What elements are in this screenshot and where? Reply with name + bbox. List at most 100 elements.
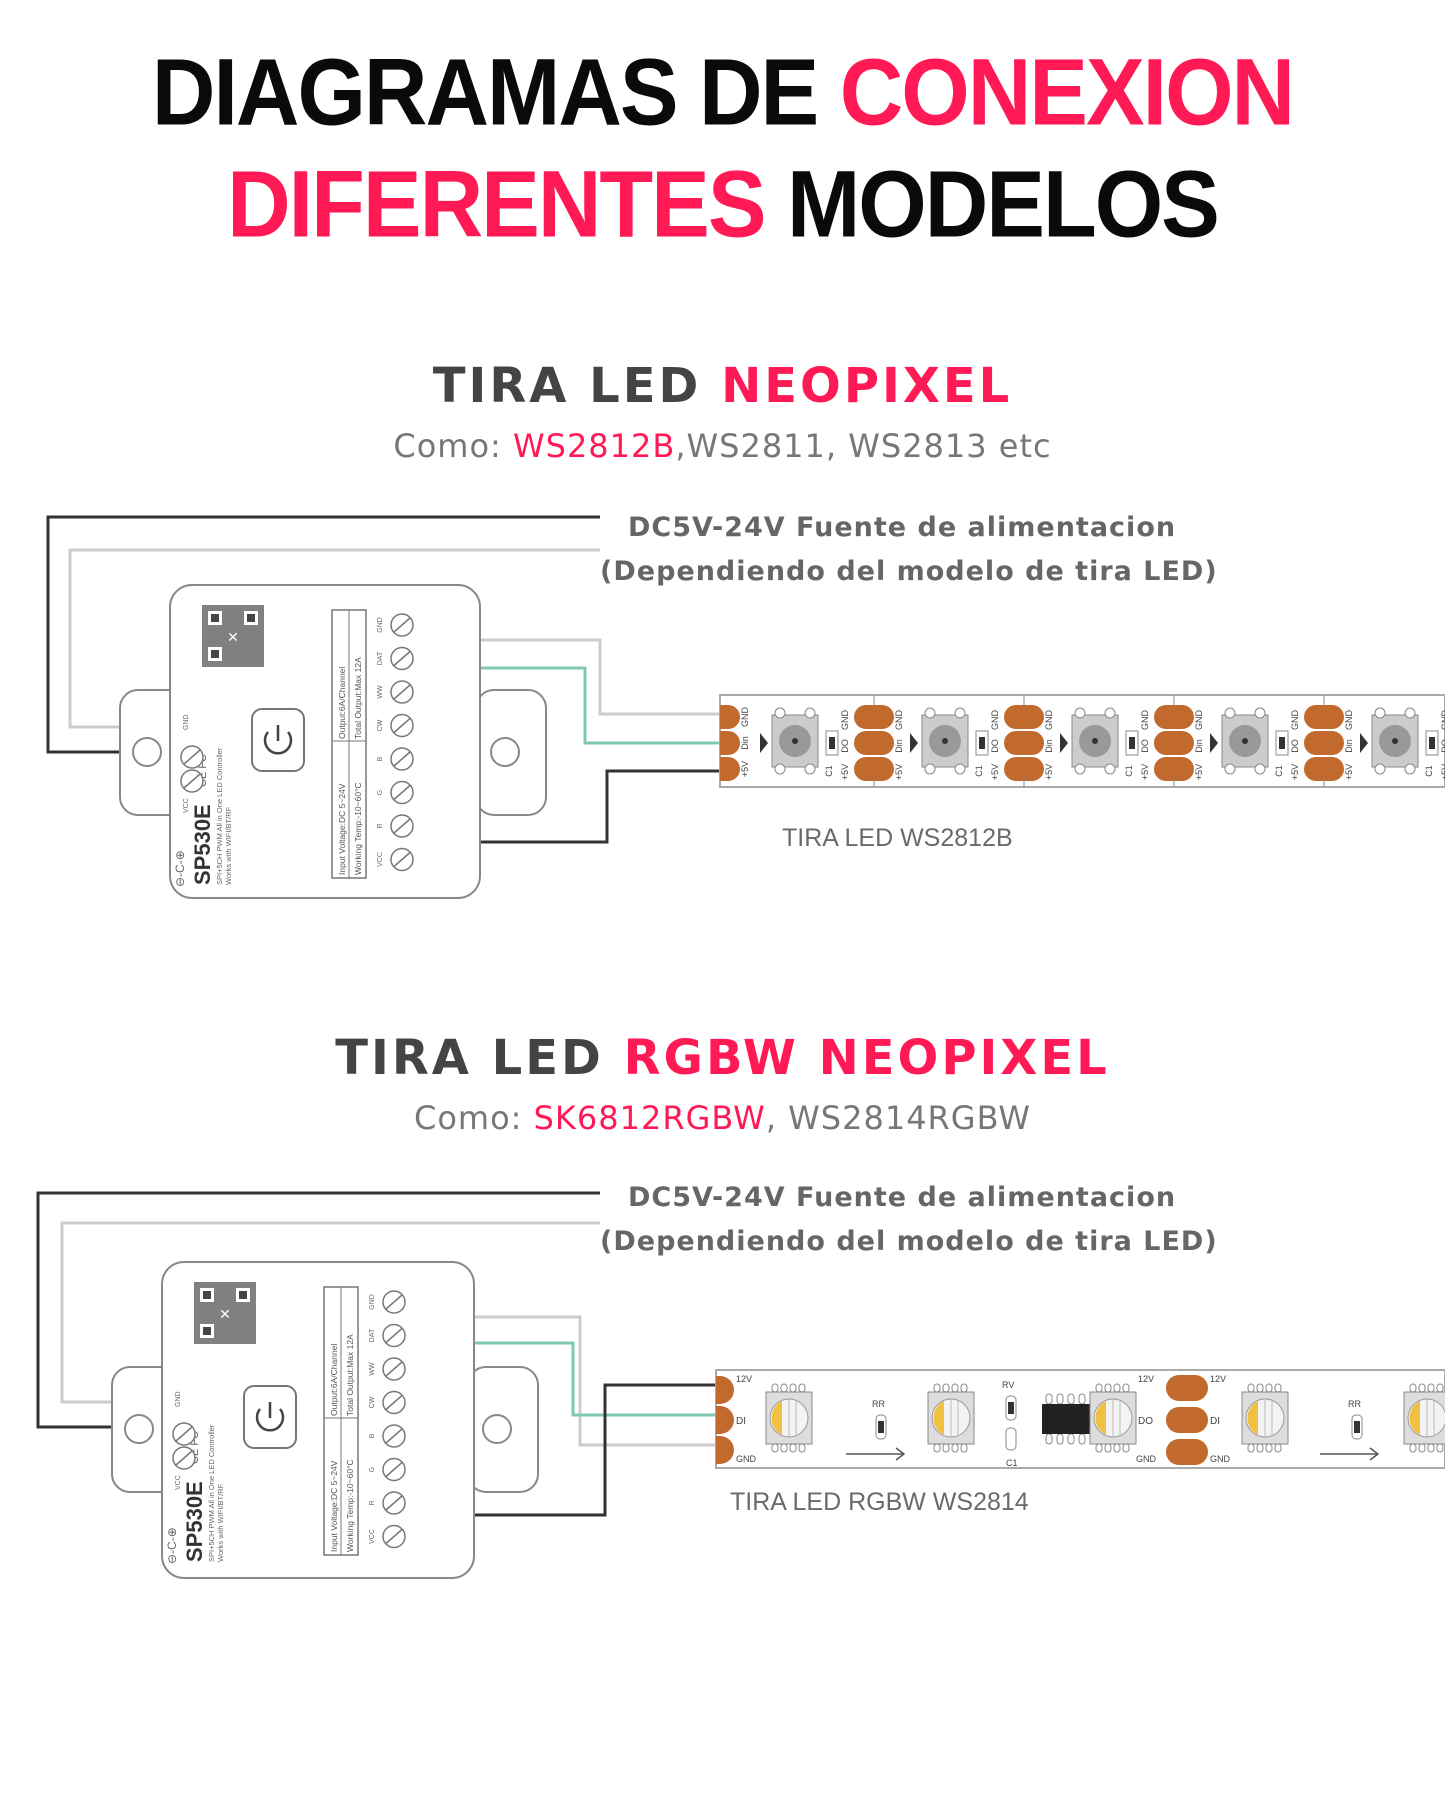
- strip-1-out-pad-label: GND: [1290, 710, 1300, 731]
- controller-1-output-label: Output:6A/Channel: [337, 667, 347, 739]
- main-title-line-2: DIFERENTES MODELOS: [0, 156, 1445, 251]
- strip-2-solder-pad: [1166, 1439, 1208, 1465]
- section-2-subtitle-prefix: Como:: [413, 1099, 534, 1137]
- arrow-right-icon: [760, 733, 768, 753]
- controller-1-max-label: Total Output:Max 12A: [353, 657, 363, 739]
- controller-1-temp-label: Working Temp:-10~60°C: [353, 782, 363, 875]
- strip-1-out-pad-label: +5V: [1290, 764, 1300, 780]
- strip-1-solder-pad: [1304, 705, 1344, 729]
- strip-2-in-label-12v: 12V: [1210, 1374, 1226, 1384]
- controller-1-power-screw-gnd: [180, 745, 204, 769]
- section-1-power-line-1: DC5V-24V Fuente de alimentacion: [628, 512, 1177, 543]
- strip-1-input-pad-+5v: [720, 757, 740, 781]
- strip-1-capacitor-label: C1: [1124, 765, 1134, 777]
- controller-1-vcc-label: VCC: [183, 798, 190, 813]
- strip-2-led-warm-segment: [933, 1401, 944, 1435]
- arrow-right-icon: [1210, 733, 1218, 753]
- terminal-label-ww: WW: [377, 685, 384, 699]
- section-2-power-line-2: (Dependiendo del modelo de tira LED): [600, 1226, 1218, 1257]
- terminal-label-dat: DAT: [369, 1328, 376, 1342]
- strip-2-led-warm-segment: [1095, 1401, 1106, 1435]
- strip-1-out-pad-label: DO: [990, 739, 1000, 753]
- strip-1-in-pad-label: GND: [1344, 710, 1354, 731]
- terminal-screw-g: G: [369, 1457, 406, 1482]
- strip-1-in-pad-label: Din: [894, 739, 904, 753]
- terminal-screw-ww: WW: [377, 680, 414, 704]
- controller-1-desc-2: Works with WIFI/BT/RF: [224, 806, 233, 885]
- section-1-heading: TIRA LED NEOPIXEL: [0, 362, 1445, 410]
- strip-1-in-pad-label: Din: [1044, 739, 1054, 753]
- strip-2-out-label-do: DO: [1138, 1416, 1153, 1427]
- strip-2-rgbw-led: [927, 1383, 975, 1453]
- strip-1-out-pad-label: +5V: [990, 764, 1000, 780]
- section-2-heading: TIRA LED RGBW NEOPIXEL: [0, 1034, 1445, 1082]
- strip-2-input-pad-gnd: [716, 1436, 734, 1464]
- strip-1-out-pad-label: +5V: [1140, 764, 1150, 780]
- strip-1-in-pad-label: +5V: [894, 764, 904, 780]
- section-2-power-line-1: DC5V-24V Fuente de alimentacion: [628, 1182, 1177, 1213]
- controller-1-gnd-label: GND: [183, 714, 190, 730]
- controller-2-temp-label: Working Temp:-10~60°C: [345, 1459, 355, 1552]
- diagram-2: ✕ SP530E SPI+5CH PWM All in One LED Cont…: [36, 1191, 1445, 1579]
- strip-1-in-pad-label: GND: [1194, 710, 1204, 731]
- section-1-subtitle-prefix: Como:: [393, 427, 513, 465]
- terminal-label-vcc: VCC: [377, 852, 384, 867]
- terminal-screw-vcc: VCC: [377, 847, 414, 872]
- strip-1-out-pad-label: DO: [1290, 739, 1300, 753]
- controller-2-mount-hole-left: [124, 1414, 154, 1444]
- terminal-label-gnd: GND: [369, 1294, 376, 1310]
- strip-1-out-pad-label: +5V: [1440, 764, 1445, 780]
- terminal-screw-dat: DAT: [369, 1323, 406, 1348]
- diagram-1-wire-vcc-in: [46, 515, 600, 754]
- strip-2-out-label-gnd: GND: [1136, 1454, 1157, 1464]
- strip-2-input-pad-di: [716, 1406, 734, 1434]
- terminal-label-ww: WW: [369, 1362, 376, 1376]
- strip-2-rgbw-led: [765, 1383, 813, 1453]
- strip-2-in-label-gnd: GND: [1210, 1454, 1231, 1464]
- arrow-right-icon: [1320, 1447, 1380, 1461]
- section-1-subtitle: Como: WS2812B,WS2811, WS2813 etc: [0, 430, 1445, 462]
- strip-1-solder-pad: [1004, 705, 1044, 729]
- terminal-label-b: B: [369, 1433, 376, 1438]
- controller-1-model: SP530E: [190, 804, 215, 885]
- diagram-2-wire-vcc-out: [472, 1383, 718, 1517]
- terminal-label-r: R: [369, 1500, 376, 1505]
- controller-1-mount-hole-left: [132, 737, 162, 767]
- diagram-1-wire-vcc-out: [478, 769, 722, 844]
- strip-2-capacitor-label: C1: [1006, 1458, 1018, 1468]
- strip-1-in-pad-label: GND: [894, 710, 904, 731]
- strip-2-pad-label-gnd: GND: [736, 1454, 757, 1464]
- strip-2-led-warm-segment: [1247, 1401, 1258, 1435]
- terminal-label-gnd: GND: [377, 617, 384, 633]
- section-1-power-line-2: (Dependiendo del modelo de tira LED): [600, 556, 1218, 587]
- strip-2-rgbw-led: [1403, 1383, 1445, 1453]
- main-title-line-1: DIAGRAMAS DE CONEXION: [0, 44, 1445, 139]
- terminal-label-cw: CW: [369, 1396, 376, 1408]
- strip-2-driver-ic: [1042, 1404, 1090, 1434]
- controller-2-qr-code: ✕: [194, 1282, 256, 1344]
- strip-1-solder-pad: [854, 757, 894, 781]
- section-2-subtitle-rest: , WS2814RGBW: [765, 1099, 1032, 1137]
- controller-2-gnd-label: GND: [175, 1391, 182, 1407]
- strip-2-resistor-rr-label: RR: [872, 1399, 885, 1409]
- strip-1-in-pad-label: +5V: [1344, 764, 1354, 780]
- diagram-1-wire-data-out: [478, 666, 722, 745]
- strip-1-capacitor-label: C1: [1274, 765, 1284, 777]
- svg-text:✕: ✕: [227, 629, 239, 645]
- strip-1-out-pad-label: GND: [1140, 710, 1150, 731]
- strip-1-out-pad-label: GND: [1440, 710, 1445, 731]
- strip-2-label: TIRA LED RGBW WS2814: [730, 1488, 1029, 1516]
- controller-2-dc-symbol: ⊖-C-⊕: [165, 1527, 179, 1564]
- terminal-screw-gnd: GND: [369, 1290, 406, 1314]
- strip-1-out-pad-label: GND: [840, 710, 850, 731]
- strip-2-pad-label-12v: 12V: [736, 1374, 752, 1384]
- diagram-2-wire-vcc-in: [36, 1191, 600, 1429]
- strip-1-solder-pad: [1304, 731, 1344, 755]
